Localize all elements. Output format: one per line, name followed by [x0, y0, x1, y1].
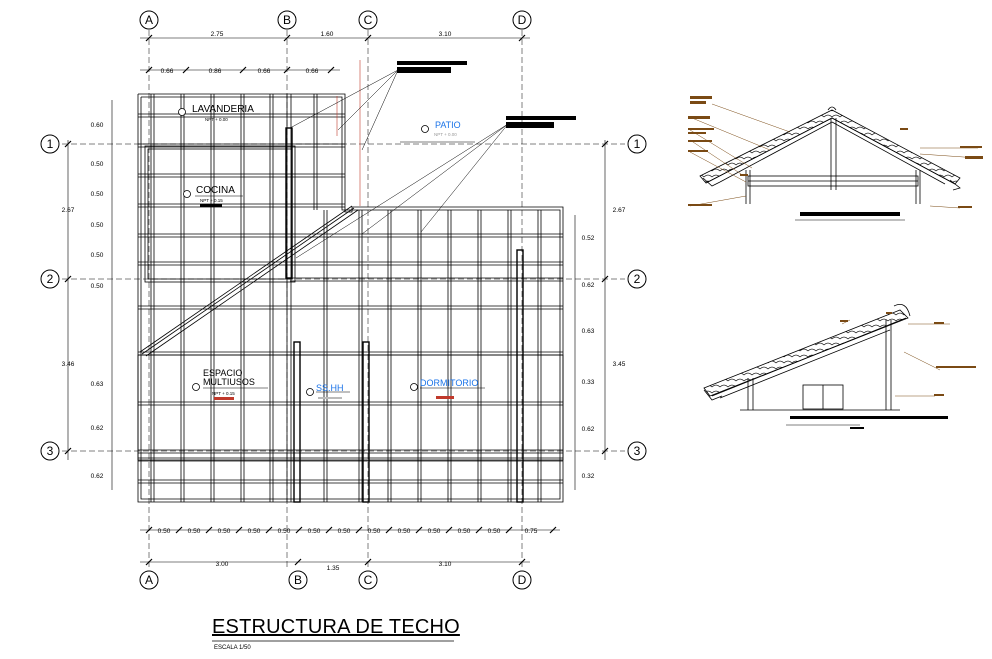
section-shed-caption-bar: [790, 416, 948, 419]
dim-left-sub: 0.50: [91, 161, 104, 168]
dim-left-sub: 0.62: [91, 425, 104, 432]
dim-right-sub: 0.62: [582, 282, 595, 289]
axis-label-2-right: 2: [634, 272, 641, 286]
room-multiusos-line2: MULTIUSOS: [203, 377, 255, 387]
dim-right-sub: 0.52: [582, 235, 595, 242]
dim-bottom-sub: 0.50: [338, 528, 351, 535]
dim-bottom-main-3: 3.10: [439, 561, 452, 568]
dim-bottom-main-2: 1.35: [327, 565, 340, 572]
dim-top-main-3: 3.10: [439, 31, 452, 38]
dim-bottom-sub: 0.50: [368, 528, 381, 535]
section-detail-gable-notes: [688, 96, 983, 208]
axis-label-c-top: C: [364, 13, 373, 27]
axis-label-b-top: B: [283, 13, 291, 27]
section-detail-gable-leaders: [689, 103, 979, 209]
dim-left-sub: 0.63: [91, 381, 104, 388]
section-detail-gable: [699, 109, 961, 204]
dimension-ticks-bottom-sub: [145, 526, 557, 534]
dim-right-sub: 0.62: [582, 426, 595, 433]
dim-right-sub: 0.63: [582, 328, 595, 335]
dim-right-sub: 0.32: [582, 473, 595, 480]
axis-label-a-top: A: [145, 13, 153, 27]
dim-left-sub: 0.60: [91, 122, 104, 129]
leader-lines: [289, 69, 509, 259]
dim-left-main-2: 3.46: [62, 361, 75, 368]
grid-axis-lines: [62, 30, 625, 570]
room-multiusos-line1: ESPACIO: [203, 368, 242, 378]
column-bubbles-top: [139, 10, 532, 30]
dim-top-sub-2: 0.86: [209, 68, 222, 75]
dim-bottom-sub: 0.50: [398, 528, 411, 535]
axis-label-c-bottom: C: [364, 573, 373, 587]
dim-top-main-1: 2.75: [211, 31, 224, 38]
dim-top-sub-1: 0.66: [161, 68, 174, 75]
dim-bottom-sub: 0.50: [458, 528, 471, 535]
posts: [285, 127, 524, 503]
dim-left-sub: 0.50: [91, 283, 104, 290]
room-lavanderia: LAVANDERIA: [192, 104, 254, 115]
dim-right-main-1: 2.67: [613, 207, 626, 214]
row-bubbles-right: [627, 134, 647, 461]
room-underlines: [190, 113, 485, 393]
axis-label-b-bottom: B: [294, 573, 302, 587]
dim-bottom-sub: 0.75: [525, 528, 538, 535]
dim-bottom-sub: 0.50: [188, 528, 201, 535]
dim-left-sub: 0.50: [91, 191, 104, 198]
dim-top-sub-3: 0.66: [258, 68, 271, 75]
dim-bottom-sub: 0.50: [308, 528, 321, 535]
dim-top-main-2: 1.60: [321, 31, 334, 38]
axis-label-1-right: 1: [634, 137, 641, 151]
level-mark-cocina: [200, 204, 222, 207]
label-blocks: [397, 61, 576, 128]
dim-right-main-2: 3.45: [613, 361, 626, 368]
section-detail-shed: [703, 303, 911, 411]
dim-left-sub: 0.50: [91, 252, 104, 259]
gable-ridge-cap-icon: [827, 106, 837, 111]
level-mark-sshh: [318, 397, 342, 399]
level-mark-dormitorio: [436, 396, 454, 399]
dim-top-sub-4: 0.66: [306, 68, 319, 75]
dim-left-sub: 0.62: [91, 473, 104, 480]
column-bubbles-bottom: [139, 570, 532, 590]
section-shed-caption-tag: [850, 427, 864, 429]
axis-label-3-left: 3: [47, 444, 54, 458]
room-sshh: SS.HH: [316, 383, 344, 393]
room-dormitorio: DORMITORIO: [420, 378, 478, 388]
dim-bottom-sub: 0.50: [428, 528, 441, 535]
dim-bottom-sub: 0.50: [158, 528, 171, 535]
axis-label-3-right: 3: [634, 444, 641, 458]
dim-left-sub: 0.50: [91, 222, 104, 229]
dimension-ticks: [64, 34, 609, 566]
dim-bottom-sub: 0.50: [248, 528, 261, 535]
dim-bottom-sub: 0.50: [218, 528, 231, 535]
axis-label-1-left: 1: [47, 137, 54, 151]
level-mark-multiusos: [214, 397, 234, 400]
accent-lines: [336, 60, 361, 206]
drawing-title: ESTRUCTURA DE TECHO: [212, 616, 460, 638]
room-patio: PATIO: [435, 120, 461, 130]
row-bubbles-left: [40, 134, 60, 461]
room-cocina: COCINA: [196, 185, 235, 196]
dim-bottom-main-1: 3.00: [216, 561, 229, 568]
dimension-lines: [67, 37, 606, 563]
axis-label-a-bottom: A: [145, 573, 153, 587]
level-cocina: NPT + 0.15: [200, 198, 223, 203]
axis-label-d-top: D: [518, 13, 527, 27]
room-markers: [178, 108, 429, 396]
roof-framing: [137, 93, 564, 503]
dim-bottom-sub: 0.50: [278, 528, 291, 535]
dim-left-main-1: 2.67: [62, 207, 75, 214]
level-lavanderia: NPT + 0.00: [205, 117, 228, 122]
axis-label-2-left: 2: [47, 272, 54, 286]
dim-right-sub: 0.33: [582, 379, 595, 386]
section-detail-shed-notes: [840, 312, 976, 396]
level-multiusos: NPT + 0.15: [212, 391, 235, 396]
level-patio: NPT + 0.00: [434, 132, 457, 137]
dim-bottom-sub: 0.50: [488, 528, 501, 535]
section-gable-caption-bar: [800, 212, 900, 216]
drawing-scale: ESCALA 1/50: [214, 645, 251, 651]
axis-label-d-bottom: D: [518, 573, 527, 587]
